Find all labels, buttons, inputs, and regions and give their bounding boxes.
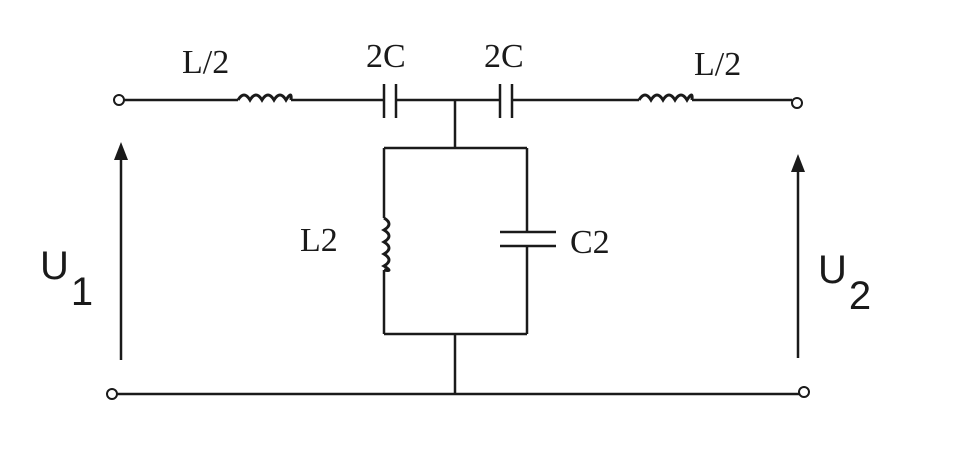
terminal-top-left: [113, 94, 125, 106]
inductor-l-half-right: [637, 93, 694, 103]
arrow-u2-head: [791, 154, 805, 172]
inductor-l2: [381, 216, 391, 272]
label-inductor-l-half-left: L/2: [182, 44, 230, 81]
label-capacitor-c2: C2: [570, 224, 610, 261]
inductor-l-half-left: [236, 93, 293, 103]
label-input-voltage: U1: [40, 244, 93, 312]
label-capacitor-2c-left: 2C: [366, 38, 406, 75]
terminal-bottom-left: [106, 388, 118, 400]
label-output-voltage: U2: [818, 248, 871, 316]
arrow-u1-head: [114, 142, 128, 160]
terminal-bottom-right: [798, 386, 810, 398]
label-inductor-l2: L2: [300, 222, 338, 259]
terminal-top-right: [791, 97, 803, 109]
label-inductor-l-half-right: L/2: [694, 46, 742, 83]
label-input-voltage-index: 1: [70, 270, 94, 314]
label-input-voltage-symbol: U: [40, 244, 69, 288]
label-output-voltage-index: 2: [848, 274, 872, 318]
label-output-voltage-symbol: U: [818, 248, 847, 292]
label-capacitor-2c-right: 2C: [484, 38, 524, 75]
